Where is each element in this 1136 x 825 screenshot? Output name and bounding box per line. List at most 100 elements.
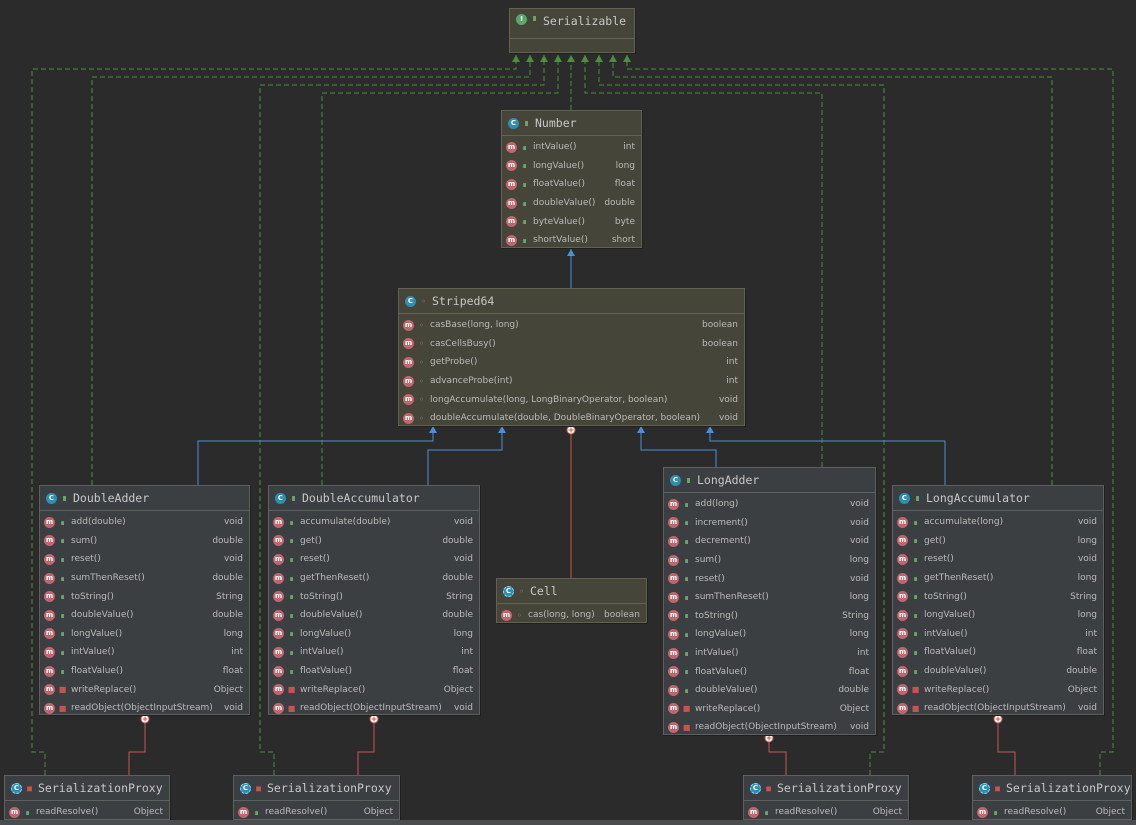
public-icon: ∎ — [59, 647, 66, 657]
method-icon: m — [668, 647, 679, 659]
node-title: LongAccumulator — [926, 491, 1030, 505]
node-header: C■SerializationProxy — [744, 776, 908, 801]
member-row[interactable]: m■readObject(ObjectInputStream)void — [893, 699, 1103, 718]
member-row[interactable]: m∎doubleValue()double — [893, 662, 1103, 681]
public-icon: ∎ — [288, 536, 295, 546]
member-row[interactable]: m∎floatValue()float — [269, 662, 479, 681]
member-row[interactable]: m∎getThenReset()long — [893, 569, 1103, 588]
member-row[interactable]: m∎decrement()void — [664, 532, 875, 551]
public-icon: ∎ — [59, 592, 66, 602]
member-row[interactable]: m∎readResolve()Object — [5, 803, 169, 822]
member-row[interactable]: m∎floatValue()float — [40, 662, 249, 681]
package-private-icon: ◦ — [517, 610, 522, 620]
method-icon: m — [273, 516, 284, 528]
member-row[interactable]: m∎toString()String — [893, 587, 1103, 606]
return-type: Object — [133, 807, 163, 818]
member-row[interactable]: m∎intValue()int — [893, 625, 1103, 644]
public-icon: ∎ — [912, 610, 919, 620]
member-row[interactable]: m∎doubleValue()double — [40, 606, 249, 625]
member-row[interactable]: m■writeReplace()Object — [664, 700, 875, 719]
member-row[interactable]: m∎byteValue()byte — [502, 212, 641, 231]
method-name: floatValue() — [71, 666, 123, 677]
member-row[interactable]: m∎reset()void — [269, 550, 479, 569]
member-row[interactable]: m∎toString()String — [664, 607, 875, 626]
member-row[interactable]: m◦casBase(long, long)boolean — [399, 316, 744, 335]
member-row[interactable]: m◦getProbe()int — [399, 353, 744, 372]
member-row[interactable]: m∎readResolve()Object — [973, 803, 1131, 822]
member-row[interactable]: m∎add(double)void — [40, 513, 249, 532]
horizontal-scrollbar[interactable] — [0, 820, 1136, 825]
member-row[interactable]: m∎get()double — [269, 532, 479, 551]
member-row[interactable]: m∎add(long)void — [664, 495, 875, 514]
member-row[interactable]: m∎reset()void — [893, 550, 1103, 569]
member-row[interactable]: m■writeReplace()Object — [40, 680, 249, 699]
member-row[interactable]: m∎accumulate(double)void — [269, 513, 479, 532]
member-row[interactable]: m∎floatValue()float — [502, 175, 641, 194]
member-row[interactable]: m∎longValue()long — [269, 625, 479, 644]
member-row[interactable]: m∎toString()String — [269, 587, 479, 606]
method-icon: m — [506, 160, 517, 172]
return-type: String — [1070, 591, 1097, 602]
public-icon: ∎ — [521, 179, 528, 189]
member-row[interactable]: m∎doubleValue()double — [502, 194, 641, 213]
method-icon: m — [897, 684, 908, 696]
member-row[interactable]: m◦doubleAccumulate(double, DoubleBinaryO… — [399, 409, 744, 428]
node-serializable[interactable]: I ∎ Serializable — [509, 8, 635, 53]
member-row[interactable]: m∎reset()void — [40, 550, 249, 569]
member-row[interactable]: m∎sum()double — [40, 532, 249, 551]
member-row[interactable]: m∎increment()void — [664, 514, 875, 533]
member-row[interactable]: m∎intValue()int — [664, 644, 875, 663]
public-icon: ∎ — [288, 554, 295, 564]
method-name: sum() — [71, 535, 98, 546]
node-double-accumulator[interactable]: C∎DoubleAccumulator m∎accumulate(double)v… — [268, 485, 480, 715]
member-row[interactable]: m∎longValue()long — [664, 625, 875, 644]
public-icon: ∎ — [912, 629, 919, 639]
member-row[interactable]: m∎getThenReset()double — [269, 569, 479, 588]
member-row[interactable]: m■readObject(ObjectInputStream)void — [269, 699, 479, 718]
member-row[interactable]: m∎readResolve()Object — [234, 803, 399, 822]
member-row[interactable]: m■writeReplace()Object — [893, 680, 1103, 699]
member-row[interactable]: m∎longValue()long — [502, 157, 641, 176]
member-row[interactable]: m∎intValue()int — [502, 138, 641, 157]
member-row[interactable]: m∎sumThenReset()long — [664, 588, 875, 607]
node-header: C∎DoubleAccumulator — [269, 486, 479, 511]
method-name: intValue() — [71, 647, 115, 658]
member-row[interactable]: m∎floatValue()float — [893, 643, 1103, 662]
member-row[interactable]: m∎doubleValue()double — [664, 681, 875, 700]
node-serialization-proxy[interactable]: C■SerializationProxy m∎readResolve()Objec… — [743, 775, 909, 820]
member-row[interactable]: m◦casCellsBusy()boolean — [399, 335, 744, 354]
member-row[interactable]: m∎sumThenReset()double — [40, 569, 249, 588]
member-row[interactable]: m■readObject(ObjectInputStream)void — [664, 718, 875, 737]
member-row[interactable]: m∎intValue()int — [40, 643, 249, 662]
member-row[interactable]: m∎doubleValue()double — [269, 606, 479, 625]
member-row[interactable]: m∎toString()String — [40, 587, 249, 606]
member-row[interactable]: m∎get()long — [893, 532, 1103, 551]
member-row[interactable]: m∎shortValue()short — [502, 231, 641, 250]
member-row[interactable]: m∎accumulate(long)void — [893, 513, 1103, 532]
member-row[interactable]: m∎intValue()int — [269, 643, 479, 662]
member-row[interactable]: m∎reset()void — [664, 569, 875, 588]
edge-longadder-proxy3 — [768, 738, 787, 775]
member-row[interactable]: m∎floatValue()float — [664, 662, 875, 681]
member-row[interactable]: m∎longValue()long — [40, 625, 249, 644]
return-type: Object — [1095, 807, 1125, 818]
return-type: int — [1085, 628, 1097, 639]
member-row[interactable]: m∎readResolve()Object — [744, 803, 908, 822]
member-row[interactable]: m∎sum()long — [664, 551, 875, 570]
member-row[interactable]: m◦cas(long, long)boolean — [497, 606, 646, 625]
member-list: m∎readResolve()Object — [5, 801, 169, 822]
member-row[interactable]: m∎longValue()long — [893, 606, 1103, 625]
member-row[interactable]: m■writeReplace()Object — [269, 680, 479, 699]
member-row[interactable]: m■readObject(ObjectInputStream)void — [40, 699, 249, 718]
member-row[interactable]: m◦longAccumulate(long, LongBinaryOperato… — [399, 390, 744, 409]
member-row[interactable]: m◦advanceProbe(int)int — [399, 372, 744, 391]
